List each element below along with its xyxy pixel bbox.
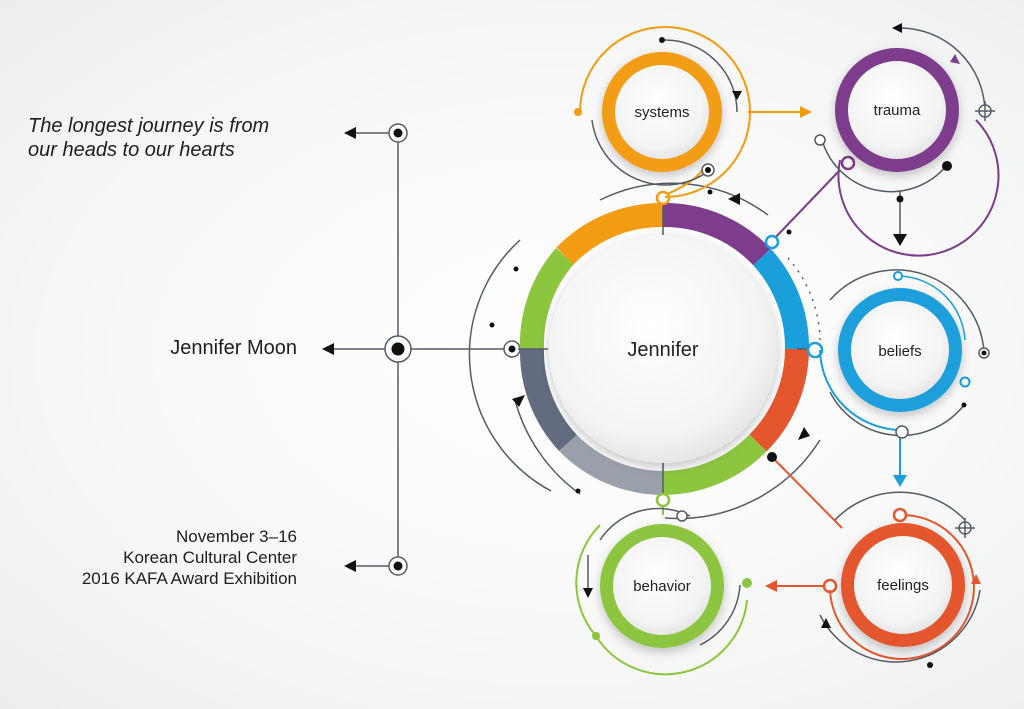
node-trauma: trauma bbox=[814, 23, 1000, 257]
node-label-beliefs: beliefs bbox=[878, 343, 921, 360]
arrow-left-icon bbox=[765, 580, 777, 592]
timeline-node-top bbox=[388, 123, 408, 143]
connectors bbox=[655, 106, 907, 594]
event-venue: Korean Cultural Center bbox=[123, 548, 297, 567]
timeline-end-node bbox=[503, 340, 521, 358]
event-title: 2016 KAFA Award Exhibition bbox=[81, 569, 297, 588]
node-feelings: feelings bbox=[819, 491, 981, 668]
arrow-left-icon bbox=[892, 23, 902, 33]
node-behavior: behavior bbox=[575, 507, 752, 676]
arrow-down-icon bbox=[732, 91, 742, 100]
arrow-up-icon bbox=[971, 574, 981, 584]
arrow-up-icon bbox=[798, 427, 810, 440]
node-label-trauma: trauma bbox=[874, 102, 921, 119]
quote-line-1: The longest journey is from bbox=[28, 115, 270, 137]
timeline bbox=[322, 123, 521, 576]
arrow-left-icon bbox=[322, 343, 334, 355]
node-label-behavior: behavior bbox=[633, 578, 691, 595]
node-beliefs: beliefs bbox=[819, 269, 990, 439]
node-systems: systems bbox=[574, 26, 751, 198]
arrow-left-icon bbox=[344, 127, 356, 139]
node-label-systems: systems bbox=[634, 104, 689, 121]
center-label: Jennifer bbox=[627, 339, 698, 361]
quote-line-2: our heads to our hearts bbox=[28, 139, 235, 161]
arrow-right-icon bbox=[800, 106, 812, 118]
arrow-right-icon bbox=[950, 54, 960, 64]
ring-decorations bbox=[489, 189, 810, 494]
arrow-down-icon bbox=[583, 588, 593, 598]
crosshair-icon bbox=[955, 518, 975, 538]
timeline-node-bottom bbox=[388, 556, 408, 576]
arrow-left-icon bbox=[728, 193, 740, 205]
crosshair-icon bbox=[975, 101, 995, 121]
hub-segments bbox=[519, 202, 810, 495]
arrow-up-icon bbox=[512, 395, 525, 407]
arrow-down-icon bbox=[893, 234, 907, 246]
connector-knob bbox=[978, 347, 990, 359]
arrow-up-icon bbox=[821, 618, 831, 628]
quote: The longest journey is from our heads to… bbox=[28, 114, 298, 162]
event-info: November 3–16 Korean Cultural Center 201… bbox=[82, 526, 297, 589]
artist-name: Jennifer Moon bbox=[170, 337, 297, 359]
connector-knob bbox=[701, 163, 715, 177]
node-label-feelings: feelings bbox=[877, 577, 929, 594]
center-hub: Jennifer bbox=[549, 235, 777, 463]
timeline-node-middle bbox=[384, 335, 412, 363]
arrow-down-icon bbox=[893, 475, 907, 487]
arrow-left-icon bbox=[344, 560, 356, 572]
event-dates: November 3–16 bbox=[176, 527, 297, 546]
